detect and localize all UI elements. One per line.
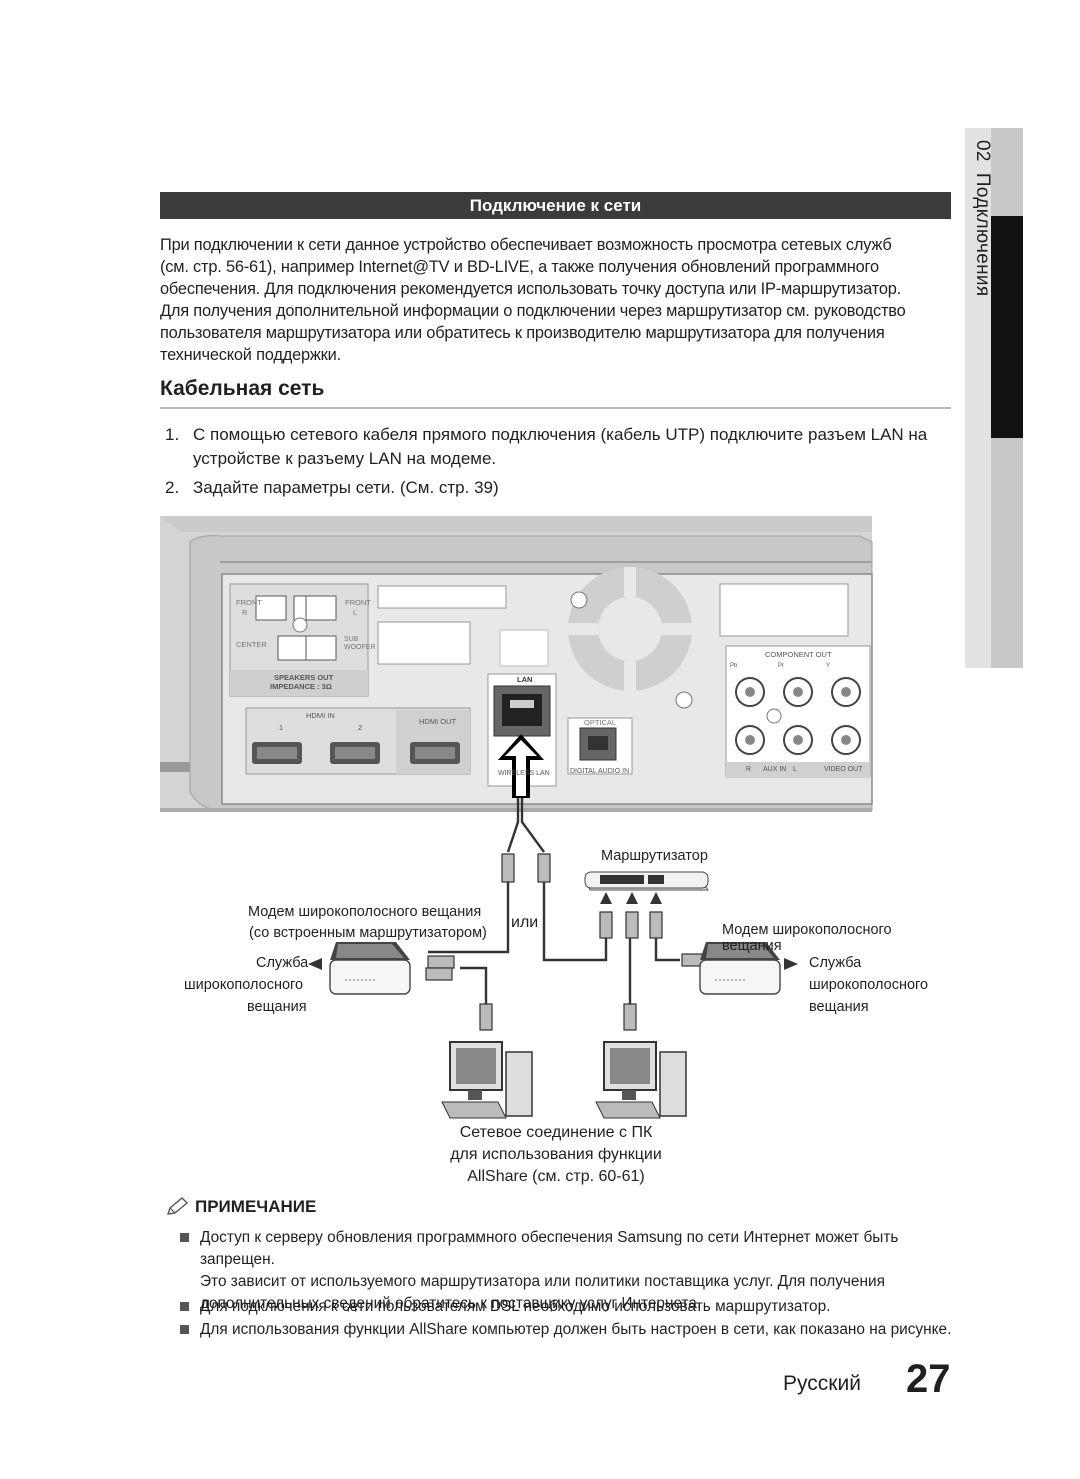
note-3-line-1: Для использования функции AllShare компь… [200, 1321, 952, 1338]
pc-left [441, 1041, 533, 1119]
note-2-line-1: Для подключения к сети пользователям DSL… [200, 1298, 831, 1315]
intro-line-1: При подключении к сети данное устройство… [160, 236, 892, 254]
connection-diagram-svg [160, 516, 873, 1119]
hdmi-in-label: HDMI IN [306, 711, 335, 720]
note-item-1: Доступ к серверу обновления программного… [180, 1227, 960, 1315]
cable-plugs [425, 853, 709, 1031]
modem-left [329, 942, 411, 995]
hdmi-in-2-label: 2 [358, 723, 363, 732]
front-l-letter: L [353, 608, 358, 617]
network-cables [428, 798, 680, 1004]
bullet-square-icon [180, 1233, 189, 1242]
service-right-line-1: Служба [809, 955, 862, 971]
note-item-3: Для использования функции AllShare компь… [180, 1319, 960, 1341]
left-service-pointer [308, 958, 322, 970]
intro-line-2: (см. стр. 56-61), например Internet@TV и… [160, 258, 879, 276]
note-1-line-3: дополнительных сведений обратитесь к пос… [200, 1295, 702, 1312]
hdmi-out-label: HDMI OUT [419, 717, 457, 726]
y-label: Y [826, 663, 831, 669]
router-device [584, 871, 709, 891]
aux-l-label: L [793, 766, 797, 773]
side-tab-marker [991, 216, 1023, 438]
front-r-letter: R [242, 608, 248, 617]
step-1-number: 1. [165, 425, 180, 444]
step-2: 2. Задайте параметры сети. (См. стр. 39) [165, 476, 953, 500]
intro-line-6: технической поддержки. [160, 346, 341, 364]
aux-r-label: R [746, 766, 752, 773]
speakers-out-label: SPEAKERS OUT [274, 673, 334, 682]
step-1: 1. С помощью сетевого кабеля прямого подк… [165, 423, 953, 471]
rear-panel [160, 516, 873, 812]
router-label: Маршрутизатор [601, 848, 708, 864]
chapter-side-tab: 02 Подключения [965, 128, 1025, 668]
section-title: Подключение к сети [160, 192, 951, 219]
hdmi-in-1-label: 1 [279, 723, 284, 732]
right-service-pointer [784, 958, 798, 970]
woofer-label: WOOFER [344, 644, 376, 651]
intro-line-3: обеспечения. Для подключения рекомендует… [160, 280, 902, 298]
heading-rule [160, 407, 951, 409]
impedance-label: IMPEDANCE : 3Ω [270, 682, 332, 691]
step-2-number: 2. [165, 478, 180, 497]
step-1-line-1: С помощью сетевого кабеля прямого подклю… [193, 425, 928, 444]
step-2-text: Задайте параметры сети. (См. стр. 39) [193, 478, 499, 497]
chapter-number: 02 [972, 140, 993, 162]
pencil-icon [166, 1196, 190, 1218]
pc-right [595, 1041, 687, 1119]
or-label: или [511, 914, 539, 931]
service-left-line-3: вещания [247, 999, 307, 1015]
service-left-line-2: широкополосного [184, 977, 304, 993]
note-title: ПРИМЕЧАНИЕ [195, 1197, 317, 1216]
modem-builtin-label-2: (со встроенным маршрутизатором) [249, 925, 487, 941]
center-label: CENTER [236, 640, 267, 649]
intro-line-4: Для получения дополнительной информации … [160, 302, 906, 320]
heading-wired-network: Кабельная сеть [160, 377, 325, 400]
bullet-square-icon [180, 1302, 189, 1311]
wireless-lan-label: WIRELESS LAN [498, 770, 550, 777]
service-right-line-3: вещания [809, 999, 869, 1015]
video-out-label: VIDEO OUT [824, 766, 863, 773]
note-1-line-1: Доступ к серверу обновления программного… [200, 1229, 899, 1268]
modem-right-label: Модем широкополосного вещания [722, 922, 892, 954]
note-item-2: Для подключения к сети пользователям DSL… [180, 1296, 960, 1318]
component-out-label: COMPONENT OUT [765, 650, 832, 659]
front-l-label: FRONT [345, 598, 371, 607]
pc-caption-2: для использования функции [450, 1146, 662, 1163]
lan-label: LAN [517, 675, 533, 684]
pc-caption-3: AllShare (см. стр. 60-61) [467, 1168, 645, 1185]
optical-label: OPTICAL [584, 718, 617, 727]
connection-diagram: FRONT FRONT R L CENTER SUB WOOFER SPEAKE… [160, 512, 952, 1202]
bullet-square-icon [180, 1325, 189, 1334]
intro-line-5: пользователя маршрутизатора или обратите… [160, 324, 885, 342]
note-1-line-2: Это зависит от используемого маршрутизат… [200, 1273, 885, 1290]
lan-cable-arrow [498, 734, 544, 798]
aux-in-label: AUX IN [763, 766, 787, 773]
pb-label: Pb [730, 663, 738, 669]
pr-label: Pr [778, 663, 784, 669]
step-1-line-2: устройстве к разъему LAN на модеме. [193, 449, 497, 468]
service-left-line-1: Служба [256, 955, 309, 971]
chapter-title: Подключения [972, 172, 993, 297]
router-port-arrows [600, 892, 662, 904]
side-tab-text: 02 Подключения [971, 140, 993, 296]
pc-caption-1: Сетевое соединение с ПК [459, 1124, 653, 1141]
modem-right [699, 942, 781, 995]
digital-audio-in-label: DIGITAL AUDIO IN [570, 768, 630, 775]
sub-label: SUB [344, 636, 359, 643]
footer-language: Русский [783, 1372, 861, 1395]
page-number: 27 [906, 1357, 951, 1401]
modem-builtin-label-1: Модем широкополосного вещания [248, 904, 482, 920]
front-r-label: FRONT [236, 598, 262, 607]
service-right-line-2: широкополосного [809, 977, 929, 993]
